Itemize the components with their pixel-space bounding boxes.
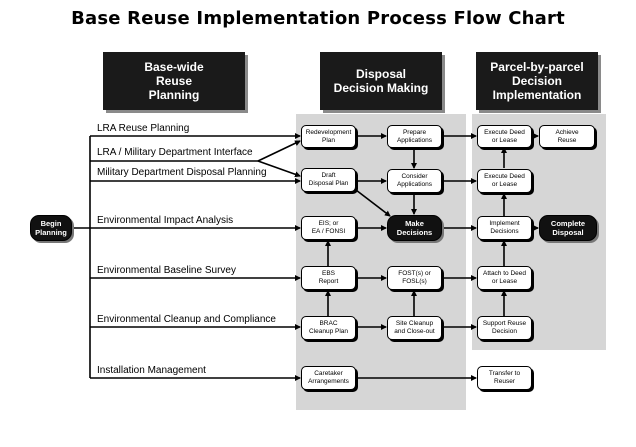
node-line: Arrangements (308, 378, 349, 385)
node-line: EBS (321, 270, 335, 277)
achieve-reuse-node: Achieve Reuse (539, 125, 595, 148)
support-reuse-decision-node: Support Reuse Decision (477, 316, 532, 340)
node-line: Execute Deed (484, 173, 525, 180)
caretaker-arrangements-node: Caretaker Arrangements (301, 366, 356, 390)
make-decisions-node: Make Decisions (387, 215, 442, 241)
redevelopment-plan-node: Redevelopment Plan (301, 125, 356, 148)
node-line: or Lease (491, 181, 518, 188)
implement-decisions-node: Implement Decisions (477, 216, 532, 240)
lane-label-lra-reuse: LRA Reuse Planning (97, 123, 190, 134)
node-line: Prepare (402, 128, 427, 136)
node-line: Decisions (396, 228, 433, 237)
lane-label-env-baseline: Environmental Baseline Survey (97, 265, 236, 276)
brac-cleanup-plan-node: BRAC Cleanup Plan (301, 316, 356, 340)
lane-label-env-impact: Environmental Impact Analysis (97, 215, 234, 226)
node-line: Site Cleanup (395, 320, 434, 327)
node-line: Decisions (490, 228, 519, 235)
parcel-decision-implementation-header: Parcel-by-parcel Decision Implementation (476, 52, 598, 110)
complete-disposal-node: Complete Disposal (539, 215, 597, 241)
node-line: Execute Deed (484, 128, 525, 136)
lane-label-env-cleanup: Environmental Cleanup and Compliance (97, 314, 276, 325)
attach-deed-lease-node: Attach to Deed or Lease (477, 266, 532, 290)
eis-ea-fonsi-node: EIS; or EA / FONSI (301, 216, 356, 240)
node-line: FOST(s) or (398, 270, 431, 277)
node-line: Applications (396, 136, 433, 144)
node-line: FOSL(s) (402, 278, 427, 285)
header-line: Planning (148, 88, 200, 102)
node-line: Draft (321, 172, 336, 179)
disposal-column-shade (296, 114, 466, 410)
node-line: Decision (492, 328, 517, 335)
node-line: Make (405, 219, 424, 228)
node-line: Reuser (494, 378, 515, 385)
draft-disposal-plan-node: Draft Disposal Plan (301, 168, 356, 192)
transfer-to-reuser-node: Transfer to Reuser (477, 366, 532, 390)
disposal-decision-making-header: Disposal Decision Making (320, 52, 442, 110)
node-line: Reuse (557, 136, 577, 144)
header-line: Implementation (492, 88, 582, 102)
lane-label-lra-military: LRA / Military Department Interface (97, 147, 253, 158)
node-line: Attach to Deed (483, 270, 526, 277)
node-line: Applications (396, 181, 433, 188)
node-line: Disposal (552, 228, 584, 237)
interface-to-redevelopment (257, 140, 301, 162)
node-line: Complete (550, 219, 586, 228)
header-line: Decision Making (333, 81, 429, 95)
node-line: or Lease (491, 136, 518, 144)
consider-applications-node: Consider Applications (387, 169, 442, 193)
node-line: Redevelopment (305, 128, 352, 136)
node-line: or Lease (491, 278, 518, 285)
node-line: Achieve (555, 128, 579, 136)
lane-label-installation: Installation Management (97, 365, 206, 376)
draft-to-make (355, 189, 391, 217)
header-line: Reuse (155, 74, 193, 88)
node-line: and Close-out (394, 328, 435, 335)
begin-planning-node: Begin Planning (30, 215, 72, 241)
execute-deed-lease-node-2: Execute Deed or Lease (477, 169, 532, 193)
node-line: Disposal Plan (308, 180, 349, 187)
lane-label-military-disposal: Military Department Disposal Planning (97, 167, 267, 178)
node-line: Cleanup Plan (308, 328, 349, 335)
node-line: Support Reuse (482, 320, 527, 327)
node-line: Transfer to (488, 370, 521, 377)
node-line: Implement (489, 220, 520, 227)
fost-fosl-node: FOST(s) or FOSL(s) (387, 266, 442, 290)
page-title: Base Reuse Implementation Process Flow C… (71, 8, 565, 29)
node-line: Consider (401, 173, 428, 180)
header-line: Parcel-by-parcel (490, 60, 584, 74)
interface-to-draft (257, 160, 301, 178)
node-line: Plan (321, 136, 335, 144)
node-line: EIS; or (318, 220, 339, 227)
node-line: BRAC (319, 320, 338, 327)
prepare-applications-node: Prepare Applications (387, 125, 442, 148)
basewide-reuse-planning-header: Base-wide Reuse Planning (103, 52, 245, 110)
execute-deed-lease-node-1: Execute Deed or Lease (477, 125, 532, 148)
node-line: Report (318, 278, 339, 285)
header-line: Disposal (355, 67, 406, 81)
header-line: Base-wide (144, 60, 204, 74)
node-line: Begin (40, 219, 62, 228)
node-line: Caretaker (314, 370, 343, 377)
header-line: Decision (511, 74, 562, 88)
site-cleanup-node: Site Cleanup and Close-out (387, 316, 442, 340)
node-line: Planning (35, 228, 67, 237)
node-line: EA / FONSI (311, 228, 346, 235)
ebs-report-node: EBS Report (301, 266, 356, 290)
